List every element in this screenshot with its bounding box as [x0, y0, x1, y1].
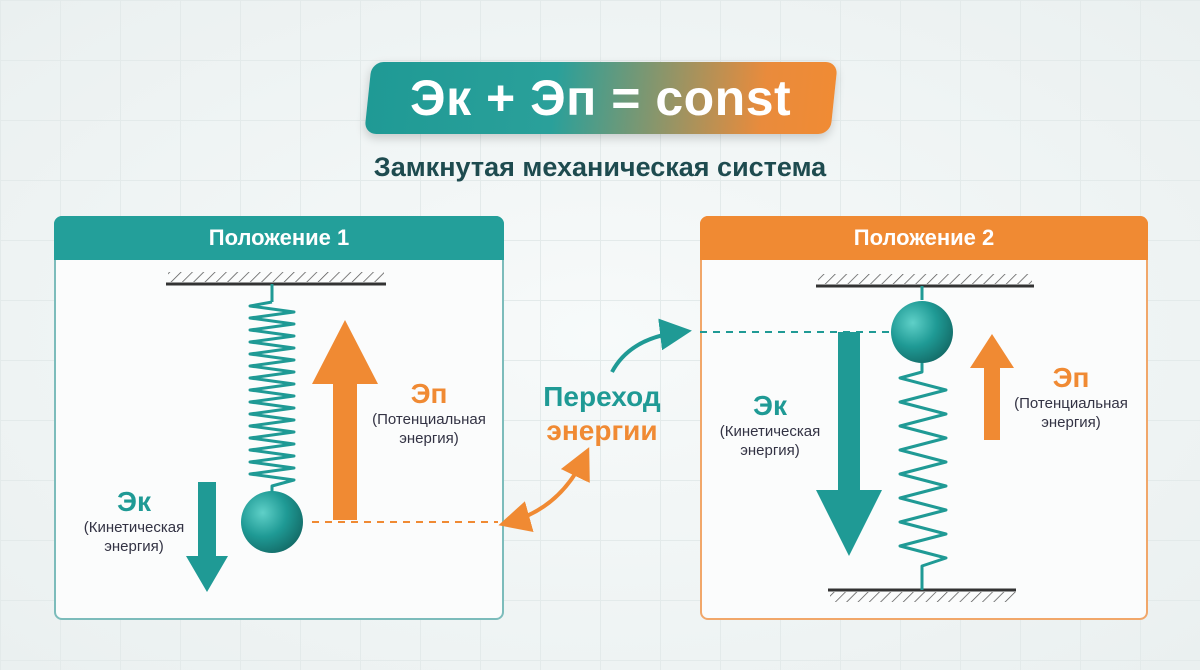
panel-1-ek-group: Эк (Кинетическая энергия)	[70, 486, 198, 556]
position-1-title: Положение 1	[54, 216, 504, 260]
panel-2-floor	[828, 588, 1016, 602]
panel-1-ep-desc-line2: энергия)	[399, 430, 459, 447]
panel-2-ceiling	[816, 274, 1034, 288]
panel-2-ek-desc-line1: (Кинетическая	[719, 423, 821, 440]
panel-1-ep-desc-line1: (Потенциальная	[372, 411, 486, 428]
transition-label: Переход энергии	[522, 380, 682, 448]
panel-2-ek-group: Эк (Кинетическая энергия)	[706, 390, 834, 460]
panel-2-ek-label: Эк	[753, 390, 787, 421]
panel-1-ek-arrow	[186, 482, 228, 592]
transition-line1: Переход	[543, 381, 661, 412]
panel-1-spring	[248, 284, 296, 496]
transition-line2: энергии	[546, 415, 658, 446]
panel-2-ep-desc-line2: энергия)	[1041, 414, 1101, 431]
panel-1-ep-label: Эп	[410, 378, 448, 409]
panel-2-ball	[891, 301, 953, 363]
transition-arrow-double	[498, 447, 590, 533]
panel-2-ek-desc-line2: энергия)	[740, 442, 800, 459]
panel-2-ek-arrow	[816, 332, 882, 556]
transition-arrow-up	[610, 318, 692, 373]
panel-2-ep-desc-line1: (Потенциальная	[1014, 395, 1128, 412]
panel-1-ball	[241, 491, 303, 553]
panel-2-ep-group: Эп (Потенциальная энергия)	[1004, 362, 1138, 432]
panel-1-ceiling	[166, 272, 386, 286]
position-2-title: Положение 2	[700, 216, 1148, 260]
panel-2-ep-label: Эп	[1052, 362, 1090, 393]
panel-1-ep-arrow	[312, 320, 378, 520]
panel-1-ek-desc-line1: (Кинетическая	[83, 519, 185, 536]
panel-1-ek-desc-line2: энергия)	[104, 538, 164, 555]
panel-1-ep-group: Эп (Потенциальная энергия)	[362, 378, 496, 448]
panel-1-ek-label: Эк	[117, 486, 151, 517]
diagram-subtitle: Замкнутая механическая система	[373, 152, 827, 182]
panel-2-ep-arrow	[970, 334, 1014, 440]
panel-2-spring	[898, 362, 948, 590]
